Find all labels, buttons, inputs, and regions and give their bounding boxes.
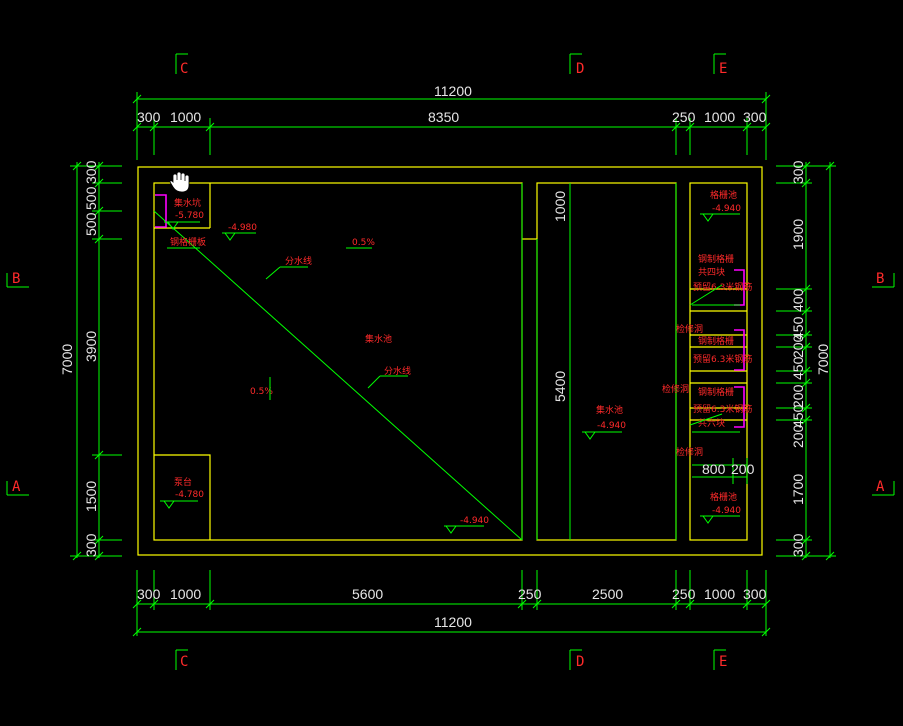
dim-top-1000b: 1000 bbox=[704, 109, 735, 125]
pool-d-inner bbox=[536, 182, 677, 541]
label-r2c: 检修洞 bbox=[662, 383, 689, 395]
dim-right-overall: 7000 bbox=[815, 344, 831, 375]
label-jishuikeng: 集水坑 bbox=[174, 197, 201, 209]
label-geshan: 钢格栅板 bbox=[170, 236, 206, 248]
label-r2b: 预留6.3米钢筋 bbox=[693, 353, 752, 365]
axis-b-left: B bbox=[12, 271, 20, 287]
label-r3a: 钢制格栅 bbox=[698, 386, 734, 398]
label-geshanchi-top: 格栅池 bbox=[710, 189, 737, 201]
dim-right-1900: 1900 bbox=[790, 219, 806, 250]
label-zhuotai: 泵台 bbox=[174, 476, 192, 488]
label-slope-2: 0.5% bbox=[250, 387, 273, 397]
top-dimensions: 11200 300 1000 8350 250 1000 300 bbox=[132, 83, 771, 160]
annotations: 集水坑 -5.780 钢格栅板 -4.980 0.5% 分水线 集水池 分水线 … bbox=[160, 189, 752, 534]
axis-c-top: C bbox=[180, 61, 188, 77]
dim-inner-200: 200 bbox=[731, 461, 755, 477]
bottom-dimensions: 300 1000 5600 250 2500 250 1000 300 1120… bbox=[132, 570, 771, 637]
dim-bot-1000b: 1000 bbox=[704, 586, 735, 602]
label-geshanchi-bottom-elev: -4.940 bbox=[712, 506, 741, 516]
label-r2a: 钢制格栅 bbox=[698, 335, 734, 347]
label-zhuotai-elev: -4.780 bbox=[175, 490, 204, 500]
dim-bot-300b: 300 bbox=[743, 586, 767, 602]
dim-left-300a: 300 bbox=[83, 160, 99, 184]
label-jishuichi-2: 集水池 bbox=[596, 404, 623, 416]
dim-left-3900: 3900 bbox=[83, 331, 99, 362]
inner-dimensions: 1000 5400 800 200 bbox=[552, 191, 755, 477]
axis-markers: C D E C D E B A B A bbox=[6, 53, 895, 670]
axis-d-top: D bbox=[576, 61, 584, 77]
dim-right-200c: 200 bbox=[790, 424, 806, 448]
axis-d-bottom: D bbox=[576, 654, 584, 670]
axis-e-bottom: E bbox=[719, 654, 727, 670]
pool-e-inner bbox=[689, 182, 748, 541]
dim-right-1700: 1700 bbox=[790, 474, 806, 505]
axis-a-right: A bbox=[876, 479, 885, 495]
label-r1a: 钢制格栅 bbox=[698, 253, 734, 265]
dim-left-500b: 500 bbox=[83, 212, 99, 236]
label-jishuikeng-elev: -5.780 bbox=[175, 211, 204, 221]
dim-left-overall: 7000 bbox=[59, 344, 75, 375]
dim-top-300a: 300 bbox=[137, 109, 161, 125]
label-fenshuixian-1: 分水线 bbox=[285, 255, 312, 267]
label-r3d: 检修洞 bbox=[676, 446, 703, 458]
dim-bot-250b: 250 bbox=[672, 586, 696, 602]
label-geshanchi-bottom: 格栅池 bbox=[710, 491, 737, 503]
dim-right-450b: 450 bbox=[790, 356, 806, 380]
label-slope-1: 0.5% bbox=[352, 238, 375, 248]
dim-left-1500: 1500 bbox=[83, 481, 99, 512]
dim-top-8350: 8350 bbox=[428, 109, 459, 125]
dim-right-300b: 300 bbox=[790, 533, 806, 557]
dim-bot-overall: 11200 bbox=[434, 614, 472, 630]
dim-top-overall: 11200 bbox=[434, 83, 472, 99]
dim-inner-1000: 1000 bbox=[552, 191, 568, 222]
axis-c-bottom: C bbox=[180, 654, 188, 670]
label-r1c: 预留6.3米钢筋 bbox=[693, 281, 752, 293]
axis-a-left: A bbox=[12, 479, 21, 495]
dim-right-450a: 450 bbox=[790, 316, 806, 340]
right-dimensions: 7000 300 1900 400 450 200 450 200 450 20… bbox=[776, 160, 836, 561]
dim-right-450c: 450 bbox=[790, 404, 806, 428]
dim-top-250: 250 bbox=[672, 109, 696, 125]
pan-cursor-icon bbox=[169, 171, 190, 193]
dim-bot-300a: 300 bbox=[137, 586, 161, 602]
label-r3c: 共六块 bbox=[698, 417, 725, 429]
axis-b-right: B bbox=[876, 271, 884, 287]
dim-inner-800: 800 bbox=[702, 461, 726, 477]
dim-inner-5400: 5400 bbox=[552, 371, 568, 402]
dim-left-500a: 500 bbox=[83, 186, 99, 210]
dim-right-300a: 300 bbox=[790, 160, 806, 184]
main-pool-inner bbox=[153, 182, 523, 541]
sump-pit-outline bbox=[155, 194, 167, 228]
label-elev-4980: -4.980 bbox=[228, 223, 257, 233]
dim-bot-250a: 250 bbox=[518, 586, 542, 602]
left-dimensions: 7000 300 500 500 3900 1500 300 bbox=[59, 160, 122, 561]
dim-right-200b: 200 bbox=[790, 384, 806, 408]
dim-right-400: 400 bbox=[790, 288, 806, 312]
dim-right-200a: 200 bbox=[790, 334, 806, 358]
label-geshanchi-top-elev: -4.940 bbox=[712, 204, 741, 214]
label-jishuichi-1: 集水池 bbox=[365, 333, 392, 345]
outer-wall bbox=[137, 166, 763, 556]
dim-top-1000a: 1000 bbox=[170, 109, 201, 125]
label-fenshuixian-2: 分水线 bbox=[384, 365, 411, 377]
dim-bot-1000a: 1000 bbox=[170, 586, 201, 602]
dim-left-300b: 300 bbox=[83, 533, 99, 557]
label-r3b: 预留6.3米钢筋 bbox=[693, 403, 752, 415]
dim-bot-2500: 2500 bbox=[592, 586, 623, 602]
label-r1d: 检修洞 bbox=[676, 323, 703, 335]
dim-bot-5600: 5600 bbox=[352, 586, 383, 602]
label-elev-4940-bottom: -4.940 bbox=[460, 516, 489, 526]
dim-top-300b: 300 bbox=[743, 109, 767, 125]
label-r1b: 共四块 bbox=[698, 266, 725, 278]
label-jishuichi-2-elev: -4.940 bbox=[597, 421, 626, 431]
axis-e-top: E bbox=[719, 61, 727, 77]
detail-lines bbox=[153, 183, 748, 541]
